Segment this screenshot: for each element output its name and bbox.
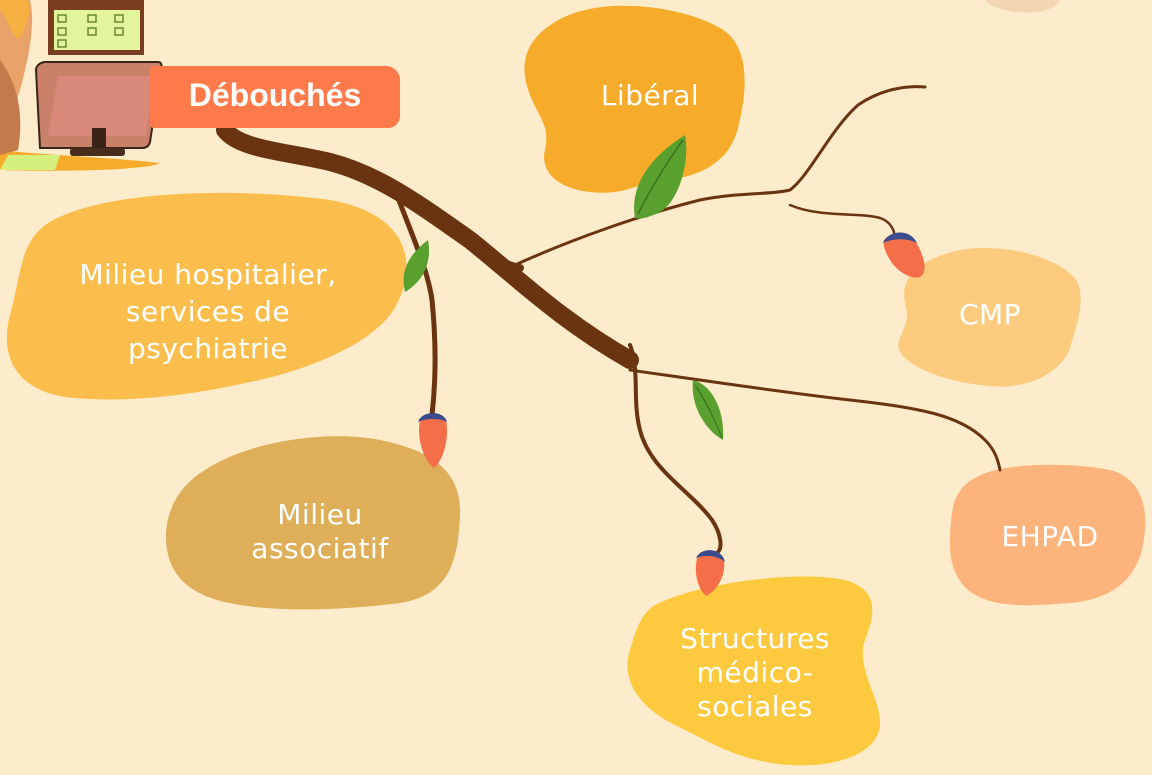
node-label-ehpad: EHPAD [965,520,1135,553]
node-label-line: psychiatrie [127,332,288,365]
node-label-line: associatif [251,532,389,565]
node-label-line: Milieu [277,498,363,531]
node-blob-ehpad [949,464,1146,606]
node-blob-liberal [524,5,745,193]
node-label-line: Libéral [600,79,700,112]
node-label-line: Milieu hospitalier, [79,258,337,291]
node-label-liberal: Libéral [560,79,740,112]
node-label-line: médico- [696,656,814,689]
corner-blob [985,0,1060,13]
flower-bud-icon [695,550,725,596]
node-blob-hospital [6,192,407,400]
node-blob-medico [627,576,881,766]
node-label-hospital: Milieu hospitalier, services de psychiat… [48,256,368,367]
node-label-line: sociales [697,690,813,723]
branch-tree [216,85,1002,554]
node-label-cmp: CMP [920,298,1060,331]
page-title: Débouchés [188,77,362,113]
node-label-line: EHPAD [1001,520,1099,553]
node-label-line: Structures [680,622,830,655]
node-label-associatif: Milieu associatif [200,498,440,566]
leaf-icon [692,380,724,440]
flower-bud-icon [418,413,448,468]
flower-bud-icon [883,232,925,278]
title-tag [150,66,400,128]
node-blob-cmp [898,247,1081,387]
leaf-icon [634,135,687,219]
node-label-line: services de [125,295,291,328]
node-label-medico: Structures médico- sociales [650,622,860,724]
leaf-icon [403,240,430,292]
node-label-line: CMP [958,298,1022,331]
person-at-computer-illustration [0,0,163,171]
node-blob-associatif [165,436,461,610]
